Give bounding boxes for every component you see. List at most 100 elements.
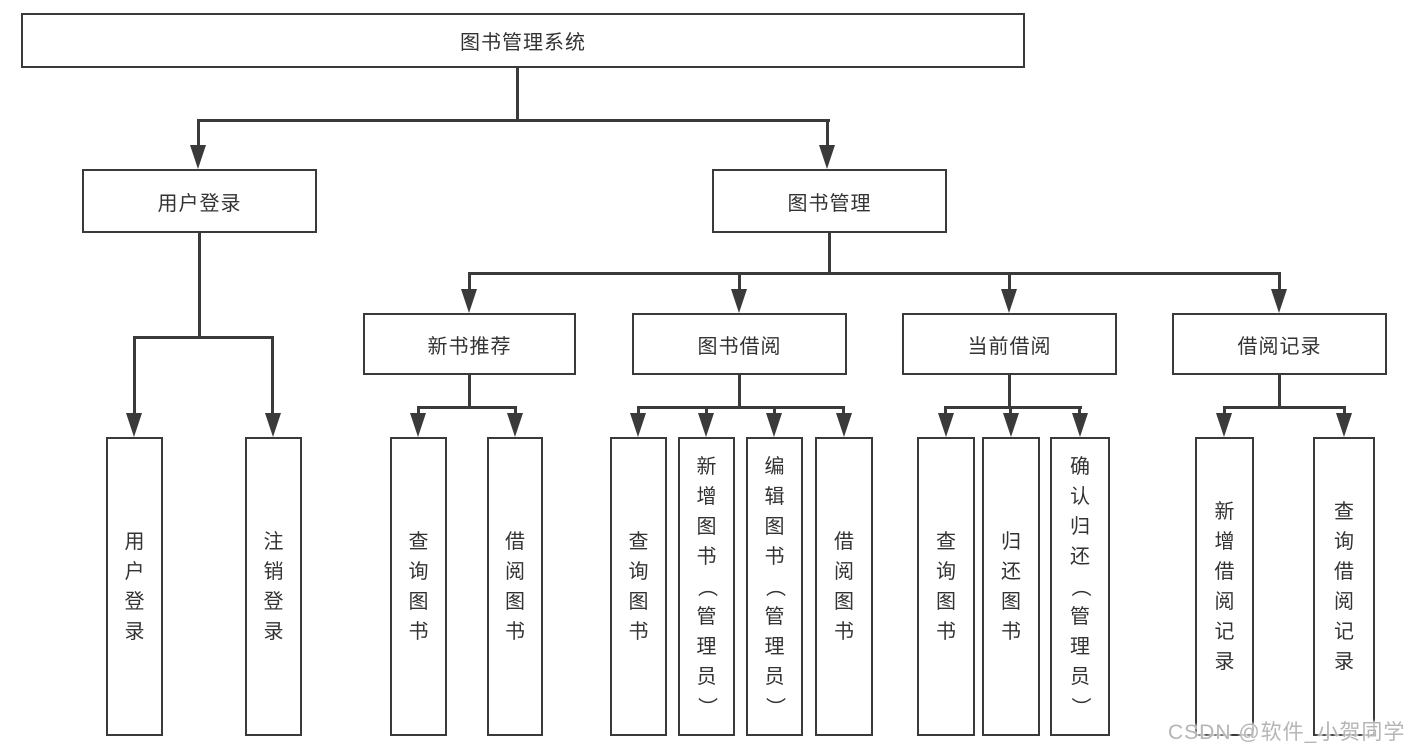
connector-stem (1223, 406, 1226, 418)
node-book-borrow: 图书借阅 (632, 313, 847, 375)
connector-stem (468, 272, 471, 292)
node-query-books-current: 查询图书 (917, 437, 975, 736)
node-label-char: 员 (696, 665, 717, 688)
node-label-char: （ (1069, 576, 1091, 597)
connector-stem (1078, 406, 1081, 418)
connector-stem (944, 406, 947, 418)
node-label-char: 图 (505, 590, 525, 613)
node-label-char: 增 (1214, 530, 1235, 553)
node-label-char: 管 (696, 605, 717, 628)
node-label: 当前借阅 (967, 335, 1052, 358)
node-user-login: 用户登录 (82, 169, 317, 233)
node-label-char: 辑 (764, 485, 785, 508)
node-current-borrow: 当前借阅 (902, 313, 1117, 375)
node-book-management: 图书管理 (712, 169, 947, 233)
connector-stem (133, 336, 136, 413)
node-label-char: 用 (124, 530, 145, 553)
node-label-char: 户 (124, 560, 145, 583)
node-label-char: （ (695, 576, 718, 597)
node-label: 借阅记录 (1237, 335, 1322, 358)
node-label-char: 理 (696, 635, 717, 658)
node-label-char: （ (763, 576, 786, 597)
connector-hline (417, 406, 517, 409)
node-label: 图书管理 (787, 192, 872, 215)
node-label-char: 查 (936, 530, 956, 553)
node-label-char: 图 (1001, 590, 1021, 613)
connector-vline (468, 375, 471, 406)
node-label-char: 图 (764, 515, 785, 538)
connector-hline (197, 119, 830, 122)
arrow-down-icon (126, 413, 142, 437)
arrow-down-icon (1003, 413, 1019, 437)
node-label-char: 员 (1070, 665, 1090, 688)
node-edit-books-admin: 编辑图书（管理员） (746, 437, 803, 736)
node-label-char: 查 (1334, 500, 1354, 523)
node-label-char: 借 (1334, 560, 1354, 583)
connector-hline (1223, 406, 1346, 409)
node-label-char: 询 (408, 560, 429, 583)
node-label-char: 记 (1334, 620, 1354, 643)
arrow-down-icon (461, 289, 477, 313)
node-logout: 注销登录 (245, 437, 302, 736)
connector-stem (1278, 272, 1281, 292)
node-new-book-recommend: 新书推荐 (363, 313, 576, 375)
connector-stem (1008, 272, 1011, 292)
connector-stem (1343, 406, 1346, 418)
node-label-char: ） (1069, 696, 1091, 717)
node-label-char: 理 (764, 635, 785, 658)
connector-hline (133, 336, 274, 339)
node-label-char: 销 (263, 560, 284, 583)
node-label-char: 登 (124, 590, 145, 613)
node-label-char: 认 (1070, 485, 1090, 508)
arrow-down-icon (698, 413, 714, 437)
connector-stem (197, 119, 200, 147)
arrow-down-icon (819, 145, 835, 169)
node-label: 用户登录 (157, 192, 242, 215)
node-label-char: 书 (1001, 620, 1021, 643)
node-label-char: 图 (696, 515, 717, 538)
node-library-management-system: 图书管理系统 (21, 13, 1025, 68)
node-label-char: 借 (505, 530, 525, 553)
arrow-down-icon (938, 413, 954, 437)
node-query-books-recommend: 查询图书 (390, 437, 447, 736)
node-label-char: 录 (1334, 650, 1354, 673)
connector-stem (637, 406, 640, 418)
node-label-char: 图 (834, 590, 854, 613)
connector-vline (1008, 375, 1011, 406)
node-label-char: 查 (408, 530, 429, 553)
node-label-char: 理 (1070, 635, 1090, 658)
node-label-char: 图 (408, 590, 429, 613)
node-borrow-books: 借阅图书 (815, 437, 873, 736)
connector-vline (516, 68, 519, 119)
node-label-char: 书 (505, 620, 525, 643)
node-label-char: 阅 (505, 560, 525, 583)
connector-stem (417, 406, 420, 418)
csdn-watermark: CSDN @软件_小贺同学 (1168, 721, 1405, 744)
arrow-down-icon (507, 413, 523, 437)
node-confirm-return-admin: 确认归还（管理员） (1050, 437, 1110, 736)
arrow-down-icon (1001, 289, 1017, 313)
node-label-char: 录 (263, 620, 284, 643)
connector-stem (738, 272, 741, 292)
node-user-login-leaf: 用户登录 (106, 437, 163, 736)
node-label-char: 查 (628, 530, 649, 553)
node-label-char: 注 (263, 530, 284, 553)
arrow-down-icon (410, 413, 426, 437)
node-label-char: ） (695, 696, 718, 717)
node-label-char: 书 (764, 545, 785, 568)
node-label-char: 还 (1070, 545, 1090, 568)
arrow-down-icon (1072, 413, 1088, 437)
arrow-down-icon (766, 413, 782, 437)
node-label-char: 书 (834, 620, 854, 643)
connector-stem (705, 406, 708, 418)
arrow-down-icon (1336, 413, 1352, 437)
node-label-char: 编 (764, 455, 785, 478)
node-label-char: 管 (764, 605, 785, 628)
node-label-char: 书 (936, 620, 956, 643)
node-label-char: 员 (764, 665, 785, 688)
connector-stem (826, 119, 829, 147)
node-label-char: 询 (1334, 530, 1354, 553)
connector-stem (842, 406, 845, 418)
arrow-down-icon (836, 413, 852, 437)
connector-stem (514, 406, 517, 418)
